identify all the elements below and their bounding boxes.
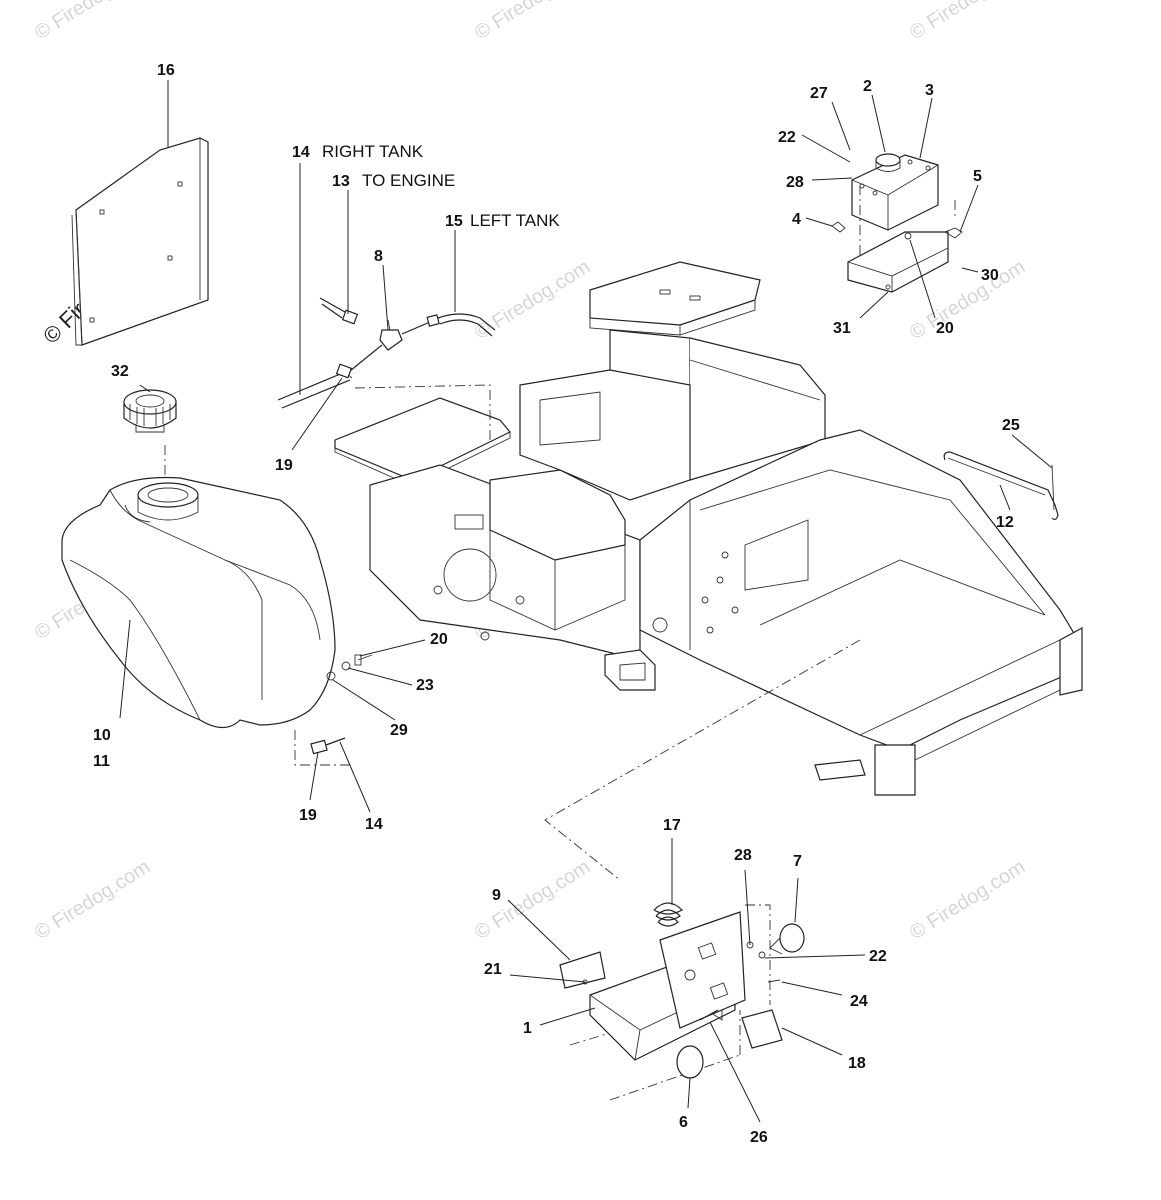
callout-27: 27 xyxy=(810,85,828,102)
label-to-engine: TO ENGINE xyxy=(362,171,455,190)
callout-19-upper: 19 xyxy=(275,457,293,474)
watermark: © Firedog.com xyxy=(906,0,1029,44)
callout-22-upper: 22 xyxy=(778,129,796,146)
callout-10: 10 xyxy=(93,727,111,744)
part-12-rod xyxy=(943,451,1059,521)
callout-28-lower: 28 xyxy=(734,847,752,864)
callout-28-upper: 28 xyxy=(786,174,804,191)
main-frame xyxy=(334,261,1083,796)
callout-11: 11 xyxy=(93,753,110,770)
callout-17: 17 xyxy=(663,817,681,834)
callout-30: 30 xyxy=(981,267,999,284)
callout-29: 29 xyxy=(390,722,408,739)
callout-4: 4 xyxy=(792,211,801,228)
label-right-tank: RIGHT TANK xyxy=(322,142,424,161)
callout-19-lower: 19 xyxy=(299,807,317,824)
label-left-tank: LEFT TANK xyxy=(470,211,560,230)
part-32-fuel-cap xyxy=(123,389,177,433)
callout-13-to-engine: 13 xyxy=(332,173,350,190)
watermark: © Firedog.com xyxy=(471,256,594,344)
callout-14-lower: 14 xyxy=(365,816,383,833)
watermark: © Firedog.com xyxy=(471,0,594,44)
lower-control-assembly xyxy=(559,902,805,1079)
callout-9: 9 xyxy=(492,887,501,904)
callout-5: 5 xyxy=(973,168,982,185)
callout-22-lower: 22 xyxy=(869,948,887,965)
callout-8: 8 xyxy=(374,248,383,265)
callout-14-right-tank: 14 xyxy=(292,144,310,161)
leader-lines xyxy=(119,80,1053,1123)
callout-15-left-tank: 15 xyxy=(445,213,463,230)
assembly-lines xyxy=(164,185,956,1101)
callout-32: 32 xyxy=(111,363,129,380)
watermark: © Firedog.com xyxy=(31,0,154,44)
hardware-tank-fittings xyxy=(310,654,373,755)
callout-6: 6 xyxy=(679,1114,688,1131)
callout-20-bracket: 20 xyxy=(936,320,954,337)
callout-7: 7 xyxy=(793,853,802,870)
callout-20-tank: 20 xyxy=(430,631,448,648)
callout-1: 1 xyxy=(523,1020,532,1037)
part-3-reservoir xyxy=(851,153,939,231)
callout-3: 3 xyxy=(925,82,934,99)
callout-25: 25 xyxy=(1002,417,1020,434)
callout-24: 24 xyxy=(850,993,868,1010)
callout-21: 21 xyxy=(484,961,502,978)
callout-16: 16 xyxy=(157,62,175,79)
callout-26: 26 xyxy=(750,1129,768,1146)
callout-31: 31 xyxy=(833,320,851,337)
part-31-bracket xyxy=(831,221,963,293)
callout-23: 23 xyxy=(416,677,434,694)
callout-labels: 16 32 14 13 15 8 19 10 11 20 23 29 19 14… xyxy=(93,62,1020,1146)
part-10-fuel-tank xyxy=(61,476,336,729)
watermark: © Firedog.com xyxy=(906,856,1029,944)
callout-2: 2 xyxy=(863,78,872,95)
watermark: © Firedog.com xyxy=(31,856,154,944)
fuel-lines-upper xyxy=(277,297,496,409)
callout-12: 12 xyxy=(996,514,1014,531)
callout-18: 18 xyxy=(848,1055,866,1072)
part-16-shield-plate xyxy=(71,137,209,346)
tank-line-labels: RIGHT TANK TO ENGINE LEFT TANK xyxy=(322,142,560,230)
watermark: © Firedog.com xyxy=(471,856,594,944)
